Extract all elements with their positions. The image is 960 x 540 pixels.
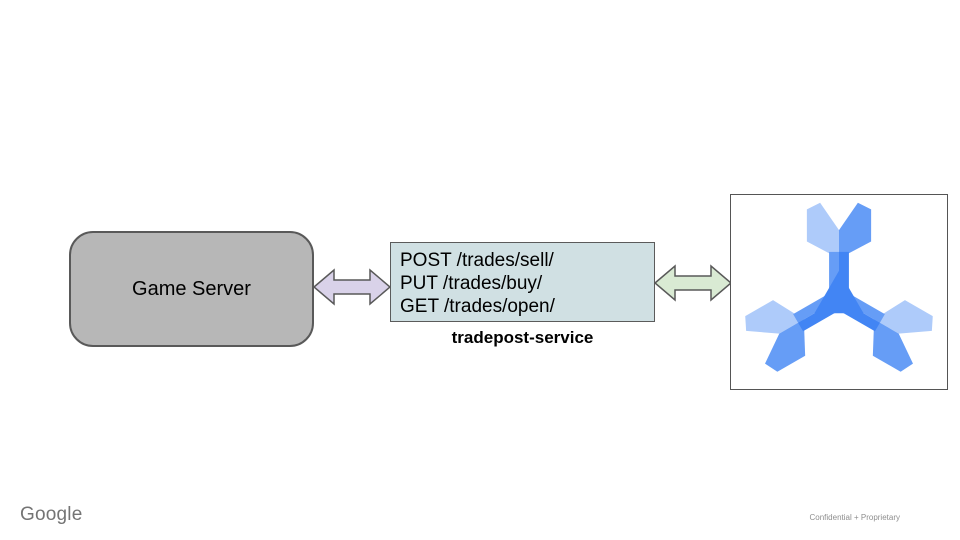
spanner-arm-top [806,202,872,301]
cloud-spanner-icon [745,202,933,372]
game-server-node: Game Server [69,231,314,347]
double-arrow-icon [313,268,391,306]
api-endpoint-get: GET /trades/open/ [400,296,555,317]
confidential-label: Confidential + Proprietary [809,513,901,522]
service-name-label: tradepost-service [451,328,594,347]
tradepost-api-box: POST /trades/sell/ PUT /trades/buy/ GET … [390,242,655,322]
double-arrow-icon [654,264,732,302]
game-server-label: Game Server [132,277,251,300]
google-logo: Google [20,504,83,525]
api-endpoint-put: PUT /trades/buy/ [400,273,543,294]
arrow-game-to-service [313,268,391,306]
arrow-service-to-database [654,264,732,302]
spanner-center-hub [814,270,864,313]
spanner-node [730,194,948,390]
api-endpoint-post: POST /trades/sell/ [400,250,554,271]
